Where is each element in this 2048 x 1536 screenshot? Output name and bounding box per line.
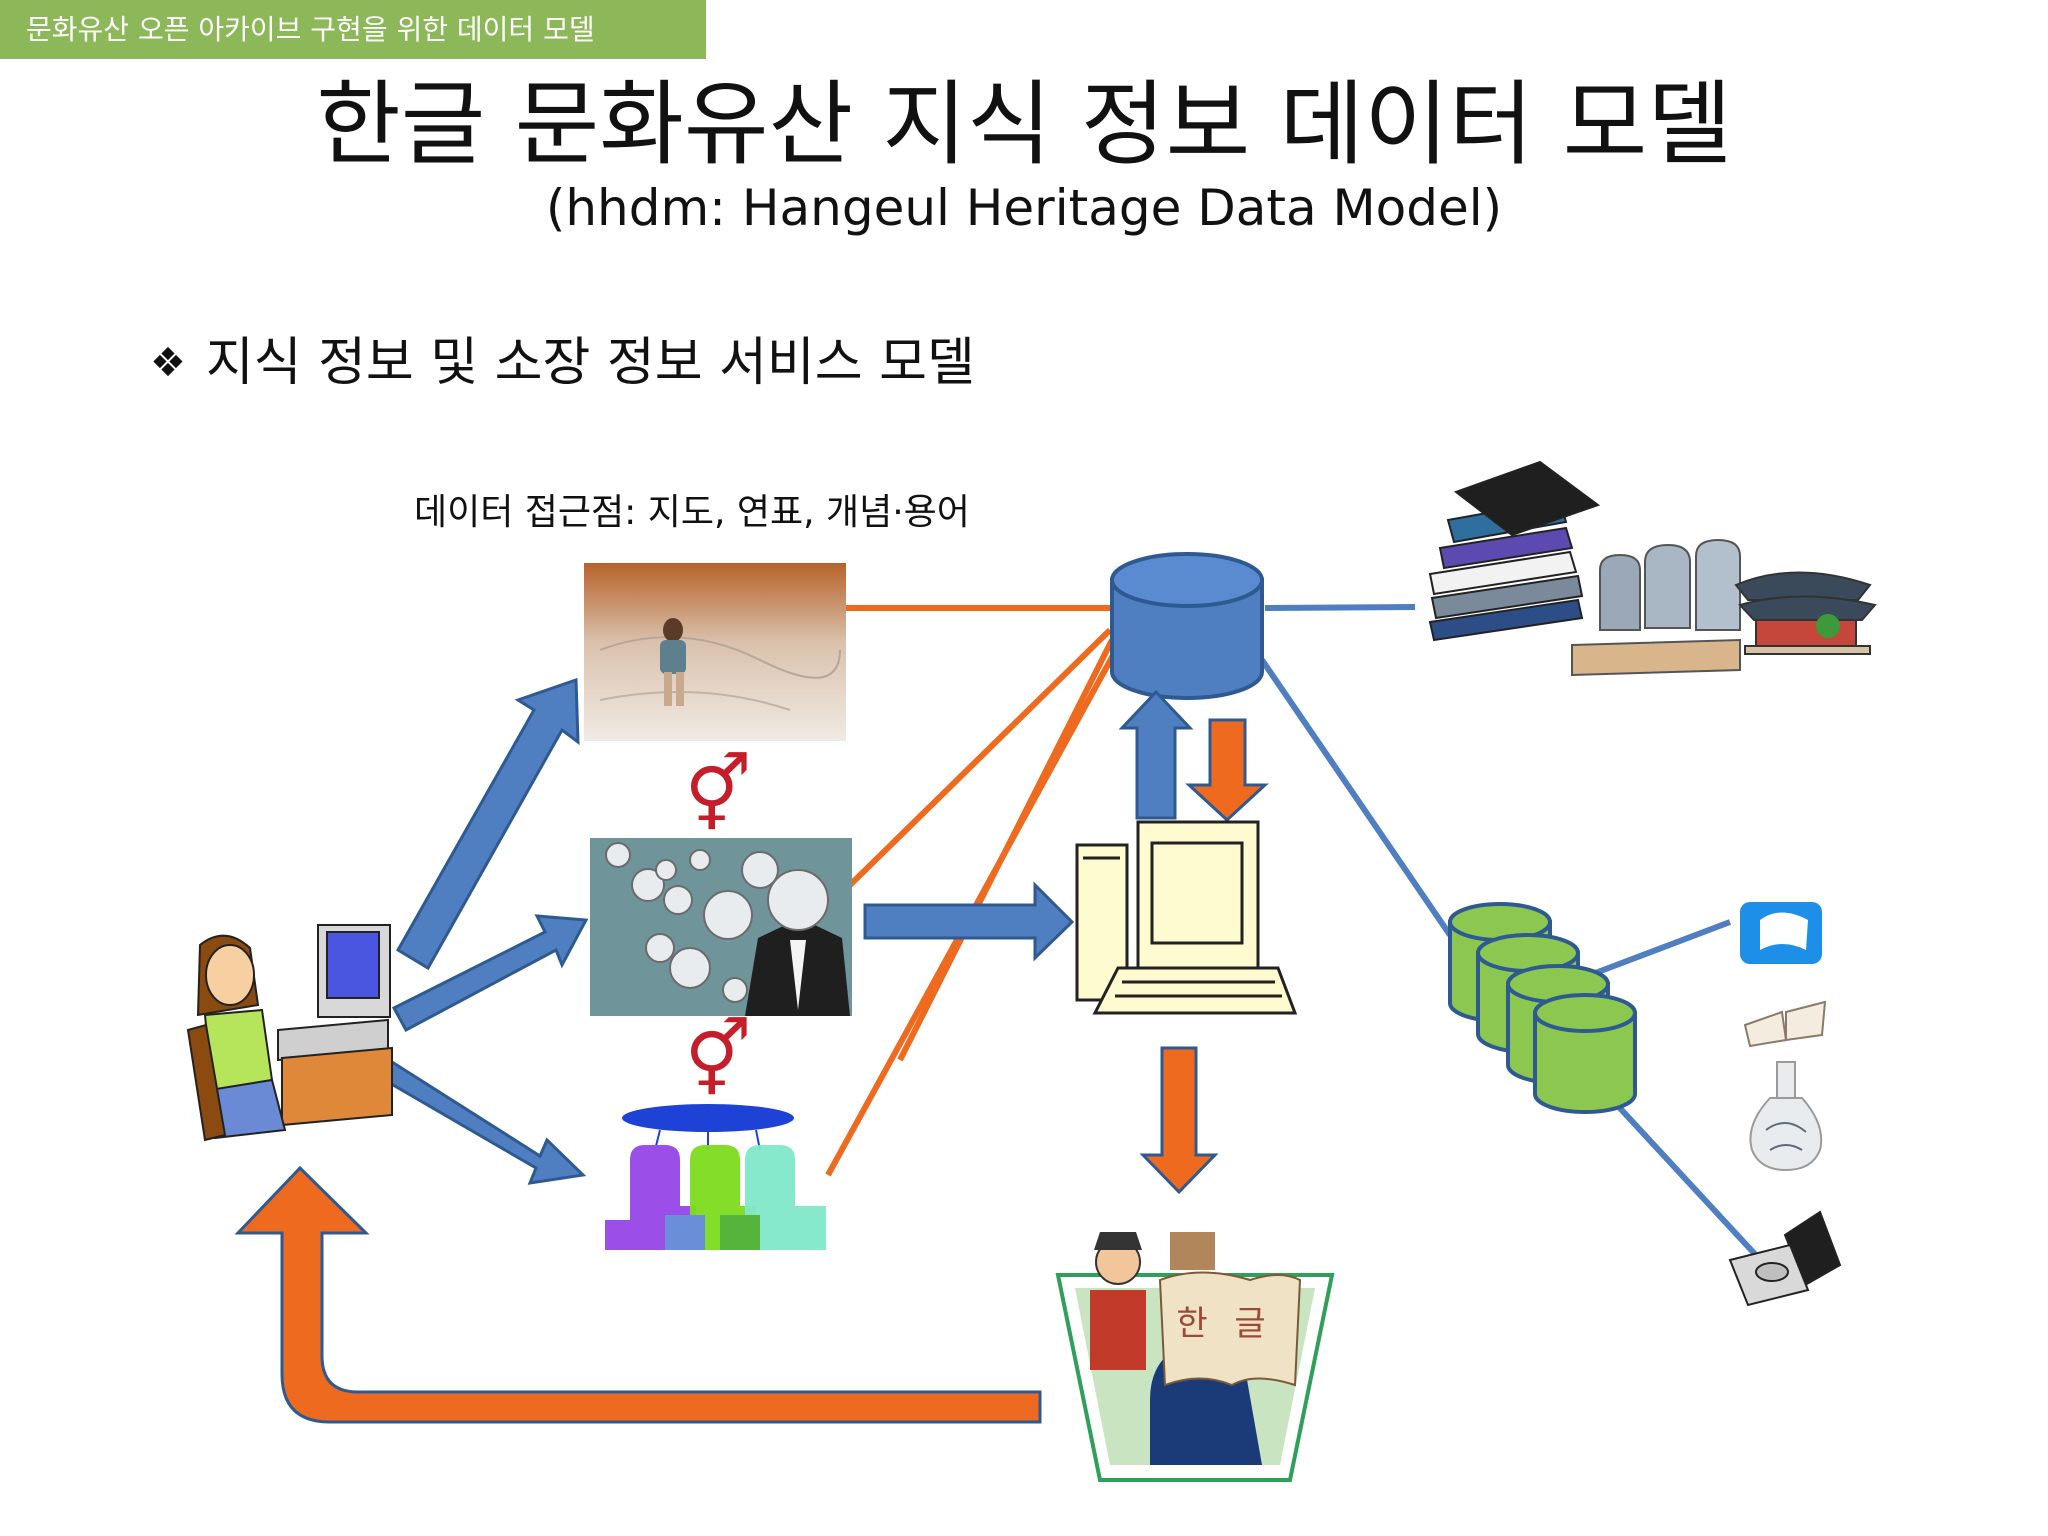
- open-book-icon: [1743, 1000, 1827, 1048]
- bullet-heading: ❖ 지식 정보 및 소장 정보 서비스 모델: [150, 328, 975, 398]
- diamond-bullet-icon: ❖: [150, 340, 186, 386]
- slide-tag: 문화유산 오픈 아카이브 구현을 위한 데이터 모델: [0, 0, 706, 59]
- blue-connectors: [1259, 604, 1768, 1268]
- right-arrow-icon: [863, 881, 1075, 962]
- scroll-document-icon: [1740, 902, 1822, 964]
- hangeul-heritage-illustration: 한 글: [1055, 1232, 1335, 1482]
- books-stack-icon: [1428, 460, 1601, 642]
- page-subtitle: (hhdm: Hangeul Heritage Data Model): [545, 179, 1503, 237]
- orange-connectors: [825, 605, 1119, 1177]
- bullet-text: 지식 정보 및 소장 정보 서비스 모델: [205, 333, 975, 393]
- central-computer-icon: [1075, 820, 1298, 1015]
- down-arrow-icon: [1185, 718, 1269, 823]
- laptop-floppy-icon: [1728, 1210, 1842, 1307]
- page-title: 한글 문화유산 지식 정보 데이터 모델: [316, 71, 1732, 178]
- access-point-label: 데이터 접근점: 지도, 연표, 개념·용어: [414, 492, 970, 533]
- user-to-image-arrows: [386, 677, 589, 1185]
- return-arrow-icon: [234, 1165, 1042, 1424]
- hangeul-char-han: 한: [1176, 1304, 1207, 1344]
- central-database-icon: [1110, 552, 1264, 700]
- gender-symbol-icon: ⚥: [685, 752, 752, 838]
- up-arrow-icon: [1118, 689, 1194, 820]
- green-database-cluster-icon: [1448, 902, 1637, 1114]
- time-clocks-photo: [590, 838, 852, 1016]
- user-at-computer-icon: [186, 924, 393, 1142]
- down-arrow-icon: [1139, 1046, 1219, 1195]
- map-traveler-photo: [584, 563, 846, 741]
- gender-symbol-icon: ⚥: [685, 1017, 752, 1103]
- community-people-icon: [605, 1104, 826, 1250]
- hangeul-char-geul: 글: [1234, 1304, 1265, 1344]
- korean-palace-icon: [1734, 571, 1877, 655]
- porcelain-vase-icon: [1749, 1061, 1823, 1172]
- stone-monuments-icon: [1571, 538, 1741, 677]
